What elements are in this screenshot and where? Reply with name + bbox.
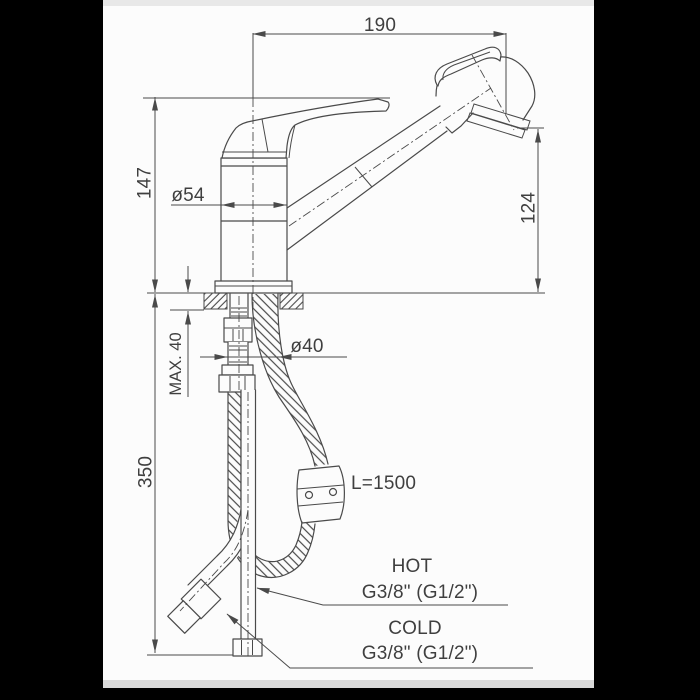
hot-label: HOT: [392, 556, 433, 577]
centerlines: [179, 54, 515, 656]
faucet-handle: [221, 98, 390, 159]
dimension-hole-diameter: ø40: [200, 336, 347, 360]
supply-pipe-end-nut: [232, 638, 263, 657]
cold-label: COLD: [388, 618, 442, 639]
angled-fitting-cap: [167, 600, 201, 634]
dim-label-190: 190: [364, 15, 396, 36]
dim-label-o40: ø40: [290, 336, 323, 357]
weight-screw-right: [328, 487, 338, 497]
dimension-350: 350: [136, 294, 158, 653]
spray-nozzle-band-2: [466, 112, 526, 139]
faucet-base-flange: [214, 280, 293, 294]
spray-nozzle-band-1: [470, 103, 531, 131]
dimension-max-40: MAX. 40: [167, 266, 191, 397]
hose-weight: [296, 465, 345, 524]
cold-thread-label: G3/8" (G1/2"): [362, 643, 478, 664]
dimension-190: 190: [252, 15, 507, 37]
dim-label-max-40: MAX. 40: [167, 332, 185, 395]
dim-label-350: 350: [136, 456, 157, 488]
spray-head-cap: [434, 46, 502, 87]
dim-label-o54: ø54: [171, 185, 205, 206]
dimension-body-diameter: ø54: [171, 185, 287, 208]
cold-connection-callout: COLD G3/8" (G1/2"): [226, 613, 533, 669]
hot-thread-label: G3/8" (G1/2"): [362, 582, 478, 603]
dimension-147: 147: [135, 97, 158, 293]
hose-length-label: L=1500: [351, 473, 416, 494]
weight-screw-left: [304, 490, 314, 500]
mounting-shank: [218, 293, 256, 393]
pull-out-hose-upper: [251, 293, 329, 467]
spray-head: [434, 46, 536, 139]
faucet-spout: [286, 105, 448, 251]
countertop: [203, 293, 304, 310]
dimension-124: 124: [519, 129, 541, 292]
dimensions: 190 147 350 124 ø54: [135, 15, 545, 669]
hot-connection-callout: HOT G3/8" (G1/2"): [256, 556, 508, 606]
paper-bottom-edge: [103, 680, 594, 688]
drawing-paper: [103, 0, 594, 688]
dim-label-147: 147: [135, 167, 156, 199]
paper-top-edge: [103, 0, 594, 6]
dim-label-124: 124: [519, 192, 540, 225]
